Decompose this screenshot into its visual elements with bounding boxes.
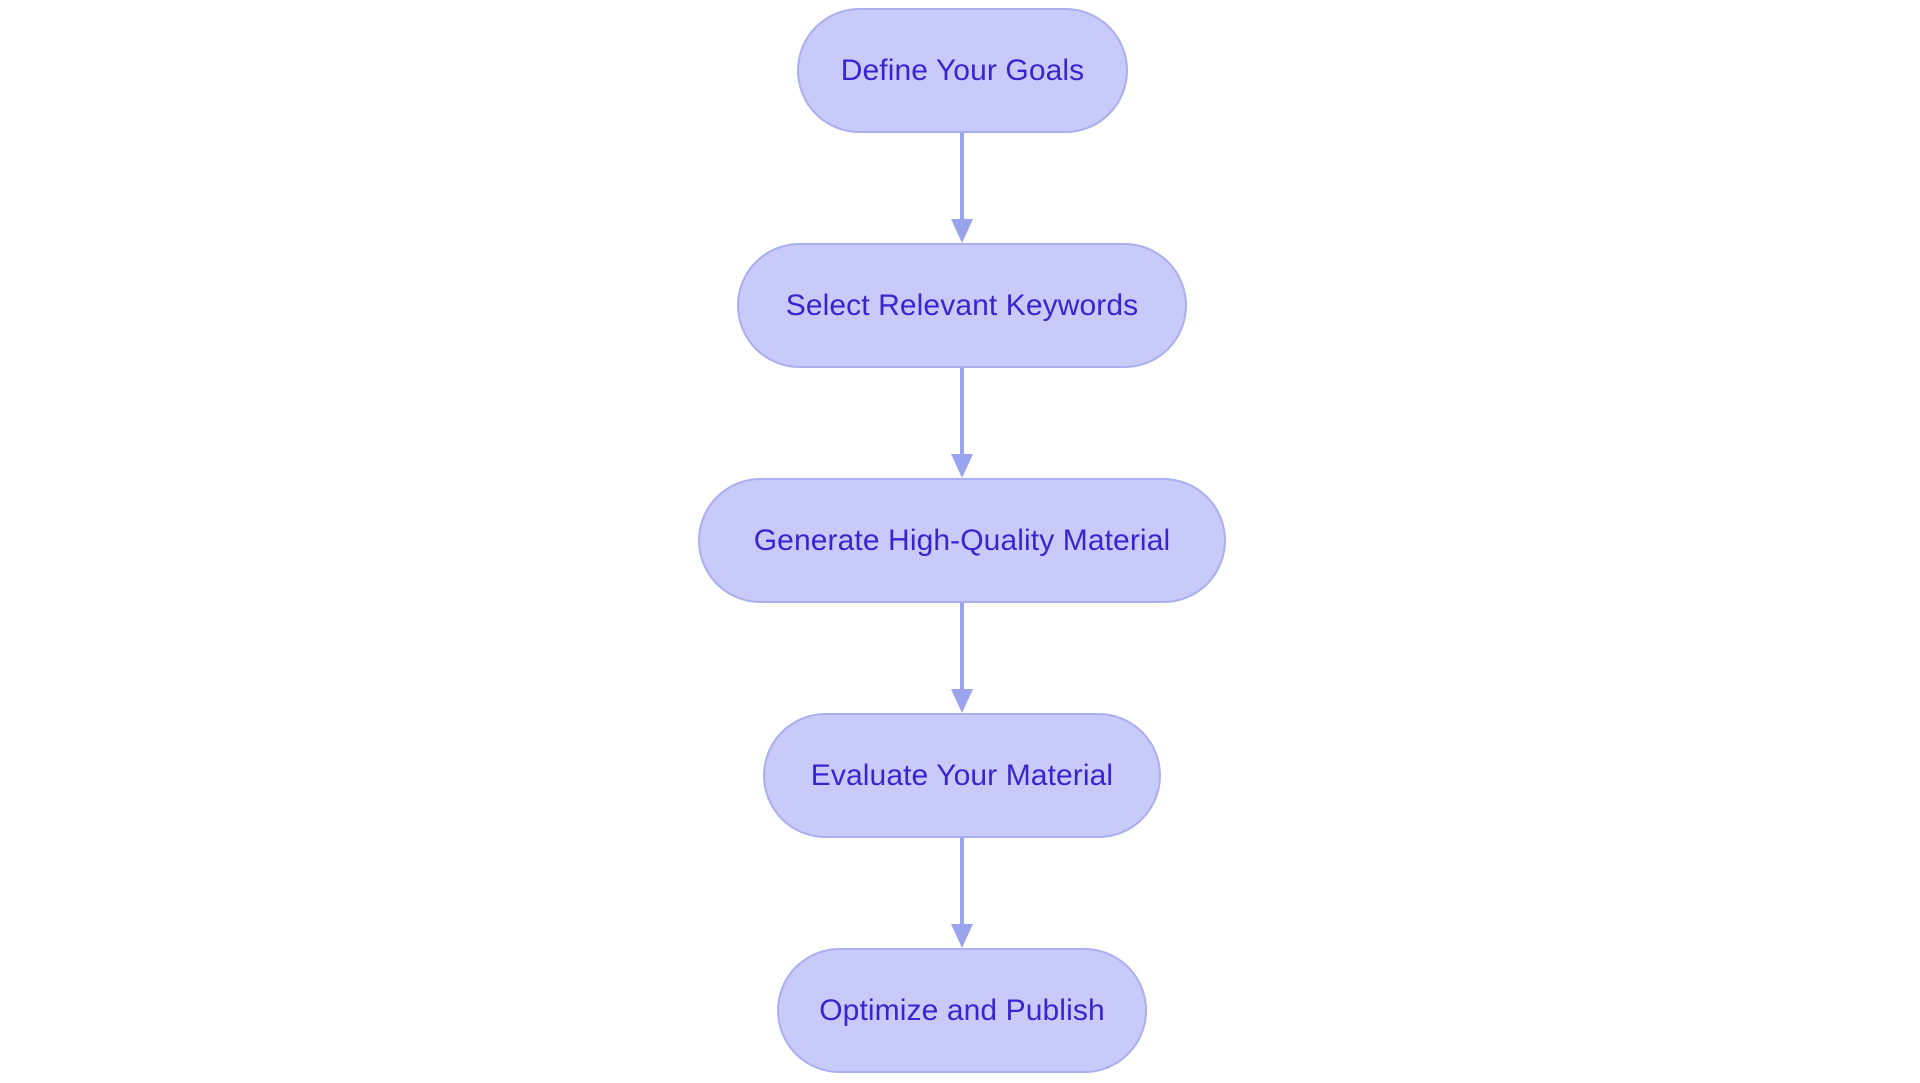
connector-node-1-to-node-2 [942,133,982,243]
connector-node-2-to-node-3 [942,368,982,478]
flow-node-generate-high-quality-material[interactable]: Generate High-Quality Material [698,478,1226,603]
arrowhead-icon [951,924,973,948]
connector-node-4-to-node-5 [942,838,982,948]
flow-node-label: Select Relevant Keywords [785,288,1139,322]
flow-node-label: Generate High-Quality Material [753,523,1171,557]
arrowhead-icon [951,454,973,478]
arrowhead-icon [951,219,973,243]
flow-node-select-relevant-keywords[interactable]: Select Relevant Keywords [737,243,1187,368]
arrowhead-icon [951,689,973,713]
flow-node-label: Define Your Goals [840,53,1085,87]
flow-node-define-your-goals[interactable]: Define Your Goals [797,8,1128,133]
flow-node-optimize-and-publish[interactable]: Optimize and Publish [777,948,1147,1073]
flow-node-label: Evaluate Your Material [810,758,1114,792]
connector-node-3-to-node-4 [942,603,982,713]
flow-node-label: Optimize and Publish [819,993,1105,1027]
flow-node-evaluate-your-material[interactable]: Evaluate Your Material [763,713,1161,838]
